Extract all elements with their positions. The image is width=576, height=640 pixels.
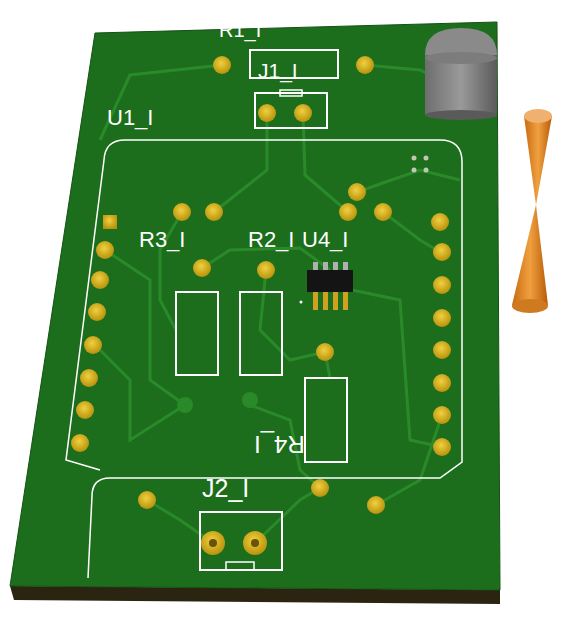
part-designator: U4_I: [302, 229, 348, 251]
pad: [433, 341, 451, 359]
pad: [193, 259, 211, 277]
pad: [173, 203, 191, 221]
pad: [213, 56, 231, 74]
pad: [367, 496, 385, 514]
capacitor-cylinder: [425, 28, 497, 120]
pad: [356, 56, 374, 74]
connector-outline: [255, 93, 327, 128]
pad: [339, 203, 357, 221]
pad: [374, 203, 392, 221]
pad: [348, 183, 366, 201]
square-pad: [103, 215, 117, 229]
pad: [311, 479, 329, 497]
part-designator: U1_I: [107, 107, 153, 129]
board: [10, 22, 500, 590]
pad: [91, 271, 109, 289]
connector-outline: [200, 512, 282, 570]
pad: [433, 406, 451, 424]
resistor-outline: [176, 292, 218, 375]
pad: [316, 343, 334, 361]
pad: [257, 261, 275, 279]
part-designator: J2_I: [202, 476, 249, 501]
pad: [431, 213, 449, 231]
copper-traces: [93, 65, 470, 543]
pad: [433, 309, 451, 327]
part-designator: R4_I: [254, 432, 305, 456]
part-designator: R2_I: [248, 229, 294, 251]
vias: [412, 156, 429, 173]
solder-pads: [71, 56, 451, 555]
pad: [433, 243, 451, 261]
pad: [294, 104, 312, 122]
pad: [71, 434, 89, 452]
ic-chip: [300, 262, 354, 310]
part-designator: J1_I: [258, 60, 298, 81]
pad: [201, 531, 225, 555]
axis-marker: [512, 109, 552, 313]
pad: [96, 241, 114, 259]
pad: [84, 336, 102, 354]
pad: [88, 303, 106, 321]
module-outline: [66, 140, 462, 578]
pad: [433, 438, 451, 456]
pad: [80, 369, 98, 387]
pad: [258, 104, 276, 122]
pad: [433, 276, 451, 294]
pad: [138, 491, 156, 509]
resistor-outline: [240, 292, 282, 375]
pad: [243, 531, 267, 555]
part-designator: R1_I: [219, 20, 261, 40]
resistor-outline: [305, 378, 347, 462]
pad: [433, 374, 451, 392]
pad: [76, 401, 94, 419]
pad: [205, 203, 223, 221]
part-designator: R3_I: [139, 229, 185, 251]
